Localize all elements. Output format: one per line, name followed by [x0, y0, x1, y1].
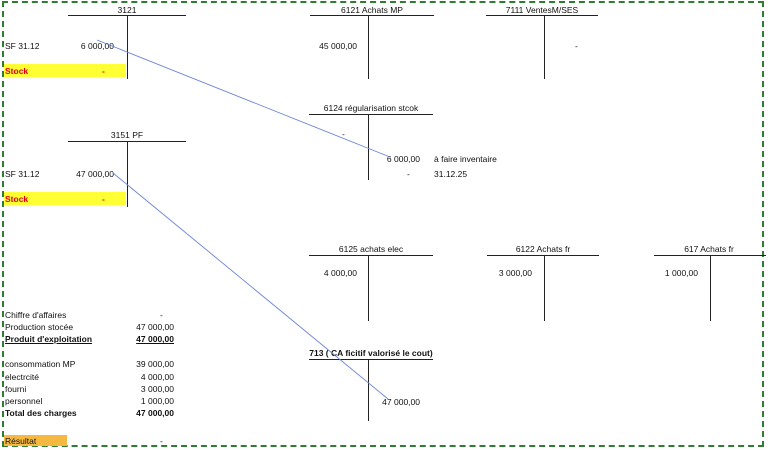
- account-6125-title: 6125 achats elec: [338, 244, 404, 254]
- account-7111-divider: [544, 15, 545, 79]
- summary-pe-value: 47 000,00: [136, 334, 174, 344]
- account-6124-divider: [368, 114, 369, 180]
- account-6121-top-line: [310, 15, 434, 16]
- account-3151-stock-label: Stock: [5, 194, 29, 204]
- summary-tc-value: 47 000,00: [136, 408, 174, 418]
- account-6124-top-line: [309, 114, 433, 115]
- account-6121-divider: [368, 15, 369, 79]
- summary-pers-label: personnel: [5, 396, 43, 406]
- account-6122-title: 6122 Achats fr: [515, 244, 571, 254]
- account-713-top-line: [309, 359, 433, 360]
- summary-prod-value: 47 000,00: [136, 322, 174, 332]
- summary-mp-value: 39 000,00: [136, 359, 174, 369]
- account-713-title: 713 ( CA ficitif valorisé le cout): [309, 348, 433, 358]
- summary-four-label: fourni: [5, 384, 27, 394]
- account-617-debit: 1 000,00: [664, 268, 698, 278]
- account-3151-stock-value: -: [102, 194, 105, 204]
- account-3151-title: 3151 PF: [110, 130, 144, 140]
- account-6124-note-1: à faire inventaire: [434, 154, 497, 164]
- summary-result-label: Résultat: [5, 436, 37, 446]
- account-6124-note-2: 31.12.25: [434, 169, 468, 179]
- account-6121-debit: 45 000,00: [319, 41, 357, 51]
- account-6125-divider: [368, 255, 369, 321]
- summary-tc-label: Total des charges: [5, 408, 77, 418]
- link-3151-to-713: [112, 172, 389, 400]
- account-3151-debit: 47 000,00: [76, 169, 114, 179]
- link-3121-to-6124: [96, 39, 391, 158]
- account-3121-stock-highlight: [4, 64, 126, 77]
- summary-elec-label: electrcité: [5, 372, 40, 382]
- summary-pe-label: Produit d'exploitation: [5, 334, 93, 344]
- account-6125-debit: 4 000,00: [323, 268, 357, 278]
- account-3121-divider: [127, 15, 128, 79]
- account-7111-top-line: [486, 15, 598, 16]
- account-6125-top-line: [309, 255, 433, 256]
- account-6121-title: 6121 Achats MP: [341, 5, 403, 15]
- account-6124-credit-1: 6 000,00: [386, 154, 420, 164]
- account-7111-credit: -: [575, 41, 578, 51]
- account-6122-divider: [544, 255, 545, 321]
- account-3121-title: 3121: [117, 5, 137, 15]
- account-6122-debit: 3 000,00: [498, 268, 532, 278]
- account-617-title: 617 Achats fr: [684, 244, 734, 254]
- account-3151-stock-highlight: [4, 192, 126, 205]
- account-713-credit: 47 000,00: [382, 397, 420, 407]
- summary-result-value: -: [160, 436, 163, 446]
- account-6124-credit-2: -: [407, 169, 410, 179]
- summary-mp-label: consommation MP: [5, 359, 76, 369]
- account-3121-debit: 6 000,00: [80, 41, 114, 51]
- summary-elec-value: 4 000,00: [140, 372, 174, 382]
- summary-prod-label: Production stocée: [5, 322, 74, 332]
- account-7111-title: 7111 VentesM/SES: [505, 5, 579, 15]
- account-3151-row-label: SF 31.12: [5, 169, 40, 179]
- summary-ca-label: Chiffre d'affaires: [5, 310, 67, 320]
- summary-four-value: 3 000,00: [140, 384, 174, 394]
- account-3121-row-label: SF 31.12: [5, 41, 40, 51]
- summary-pers-value: 1 000,00: [140, 396, 174, 406]
- account-3151-divider: [127, 141, 128, 207]
- account-6122-top-line: [487, 255, 599, 256]
- account-3121-stock-value: -: [102, 66, 105, 76]
- account-713-divider: [368, 359, 369, 421]
- account-617-divider: [710, 255, 711, 321]
- account-3121-stock-label: Stock: [5, 66, 29, 76]
- account-6124-title: 6124 régularisation stcok: [323, 103, 419, 113]
- result-highlight: [4, 435, 67, 446]
- summary-ca-value: -: [160, 310, 163, 320]
- account-6124-debit: -: [342, 129, 345, 139]
